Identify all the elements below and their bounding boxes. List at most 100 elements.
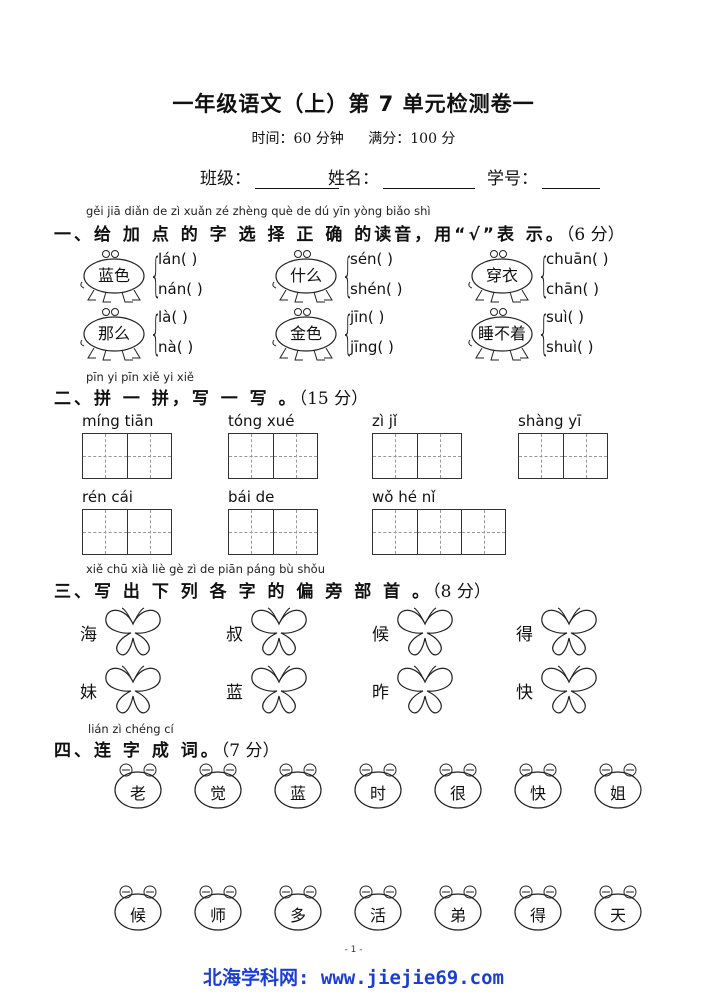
reading-option[interactable]: lán( ): [158, 250, 198, 268]
reading-option[interactable]: nán( ): [158, 280, 203, 298]
frog-top[interactable]: 快: [512, 762, 564, 812]
reading-option[interactable]: là( ): [158, 308, 188, 326]
frog-bottom[interactable]: 弟: [432, 884, 484, 934]
frog-bottom[interactable]: 活: [352, 884, 404, 934]
bug-word: 那么: [97, 324, 130, 343]
frog-icon: [434, 763, 482, 809]
frog-icon: [434, 885, 482, 931]
name-label: 姓名：: [328, 169, 379, 189]
name-blank[interactable]: [383, 171, 475, 189]
section4-pinyin: lián zì chéng cí: [88, 722, 174, 736]
frog-character: 多: [289, 906, 306, 925]
frog-icon: [514, 885, 562, 931]
reading-option[interactable]: sén( ): [350, 250, 394, 268]
frog-bottom[interactable]: 候: [112, 884, 164, 934]
page-title: 一年级语文（上）第 7 单元检测卷一: [172, 92, 535, 116]
radical-item[interactable]: 蓝: [226, 662, 336, 718]
grid-cell[interactable]: [417, 510, 461, 554]
butterfly-icon: [105, 607, 161, 656]
reading-option[interactable]: shén( ): [350, 280, 403, 298]
grid-cell[interactable]: [273, 510, 317, 554]
word-bug: 金色{jīn( )jīng( ): [270, 304, 420, 366]
frog-icon: [594, 763, 642, 809]
frog-bottom[interactable]: 天: [592, 884, 644, 934]
radical-item[interactable]: 快: [516, 662, 626, 718]
brace-icon: {: [342, 248, 354, 302]
bug-icon: [80, 250, 145, 303]
grid-cell[interactable]: [83, 510, 127, 554]
frog-top[interactable]: 蓝: [272, 762, 324, 812]
frog-icon: [514, 763, 562, 809]
frog-character: 弟: [449, 906, 466, 925]
frog-character: 天: [609, 906, 626, 925]
reading-option[interactable]: suì( ): [546, 308, 584, 326]
radical-item[interactable]: 妹: [80, 662, 190, 718]
frog-top[interactable]: 很: [432, 762, 484, 812]
bug-word: 蓝色: [97, 266, 130, 285]
radical-item[interactable]: 候: [372, 604, 482, 660]
frog-bottom[interactable]: 得: [512, 884, 564, 934]
word-bug: 蓝色{lán( )nán( ): [78, 246, 228, 308]
grid-cell[interactable]: [229, 434, 273, 478]
target-character: 昨: [372, 683, 389, 703]
butterfly-icon: [541, 665, 597, 714]
section2-score: （15 分）: [298, 389, 369, 409]
writing-grid[interactable]: [228, 433, 318, 479]
grid-cell[interactable]: [127, 434, 171, 478]
butterfly-icon: [105, 665, 161, 714]
target-character: 得: [516, 625, 533, 645]
radical-item[interactable]: 昨: [372, 662, 482, 718]
brace-icon: {: [538, 248, 550, 302]
reading-option[interactable]: chuān( ): [546, 250, 609, 268]
section3-title-text: 三、写 出 下 列 各 字 的 偏 旁 部 首 。: [54, 582, 433, 602]
class-blank[interactable]: [255, 171, 339, 189]
target-character: 叔: [226, 625, 243, 645]
radical-item[interactable]: 叔: [226, 604, 336, 660]
reading-option[interactable]: chān( ): [546, 280, 599, 298]
reading-option[interactable]: nà( ): [158, 338, 194, 356]
writing-grid[interactable]: [372, 433, 462, 479]
frog-top[interactable]: 时: [352, 762, 404, 812]
butterfly-icon: [251, 665, 307, 714]
grid-cell[interactable]: [519, 434, 563, 478]
frog-character: 师: [209, 906, 226, 925]
radical-item[interactable]: 海: [80, 604, 190, 660]
pinyin-word: wǒ hé nǐ: [372, 488, 436, 506]
reading-option[interactable]: shuì( ): [546, 338, 594, 356]
radical-item[interactable]: 得: [516, 604, 626, 660]
grid-cell[interactable]: [229, 510, 273, 554]
exam-meta: 时间：60 分钟 满分：100 分: [0, 128, 707, 148]
reading-option[interactable]: jīng( ): [350, 338, 394, 356]
grid-cell[interactable]: [127, 510, 171, 554]
class-field[interactable]: 班级：: [200, 164, 339, 189]
grid-cell[interactable]: [373, 434, 417, 478]
grid-cell[interactable]: [417, 434, 461, 478]
writing-grid[interactable]: [372, 509, 506, 555]
name-field[interactable]: 姓名：: [328, 164, 475, 189]
frog-top[interactable]: 觉: [192, 762, 244, 812]
frog-top[interactable]: 姐: [592, 762, 644, 812]
writing-grid[interactable]: [518, 433, 608, 479]
word-bug: 穿衣{chuān( )chān( ): [466, 246, 616, 308]
frog-character: 快: [529, 784, 546, 803]
writing-grid[interactable]: [82, 433, 172, 479]
writing-grid[interactable]: [82, 509, 172, 555]
frog-bottom[interactable]: 师: [192, 884, 244, 934]
grid-cell[interactable]: [373, 510, 417, 554]
grid-cell[interactable]: [83, 434, 127, 478]
grid-cell[interactable]: [273, 434, 317, 478]
grid-cell[interactable]: [461, 510, 505, 554]
reading-option[interactable]: jīn( ): [350, 308, 385, 326]
frog-character: 时: [369, 784, 386, 803]
grid-cell[interactable]: [563, 434, 607, 478]
writing-grid[interactable]: [228, 509, 318, 555]
number-field[interactable]: 学号：: [487, 164, 600, 189]
number-blank[interactable]: [542, 171, 600, 189]
section2-title: 二、拼 一 拼，写 一 写 。（15 分）: [54, 384, 368, 409]
frog-character: 活: [369, 906, 386, 925]
section2-pinyin: pīn yi pīn xiě yi xiě: [86, 370, 194, 384]
frog-bottom[interactable]: 多: [272, 884, 324, 934]
bug-word: 睡不着: [477, 324, 526, 343]
frog-top[interactable]: 老: [112, 762, 164, 812]
frog-icon: [354, 763, 402, 809]
